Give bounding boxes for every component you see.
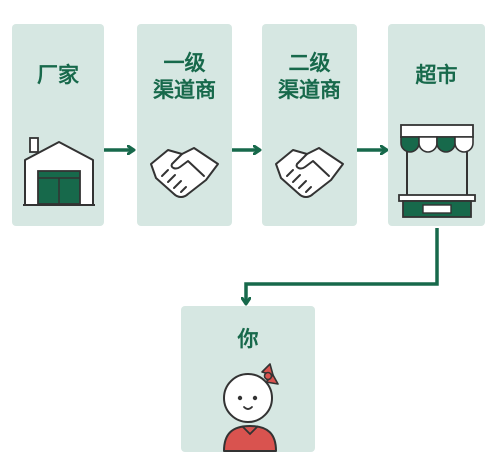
handshake-icon <box>150 147 219 198</box>
node-supermarket: 超市 <box>388 24 485 226</box>
node-you: 你 <box>181 306 315 452</box>
girl-avatar-icon <box>223 363 279 452</box>
label-line: 你 <box>237 327 259 351</box>
node-label: 二级 渠道商 <box>262 50 357 104</box>
node-factory: 厂家 <box>12 24 104 226</box>
node-distributor-2: 二级 渠道商 <box>262 24 357 226</box>
label-line: 超市 <box>415 63 458 87</box>
label-line-2: 渠道商 <box>278 78 341 102</box>
label-line-2: 渠道商 <box>153 78 216 102</box>
node-label: 一级 渠道商 <box>137 50 232 104</box>
node-label: 你 <box>181 326 315 353</box>
market-stall-icon <box>398 124 476 218</box>
label-line-1: 二级 <box>288 51 331 75</box>
node-label: 超市 <box>388 62 485 89</box>
label-line-1: 一级 <box>163 51 206 75</box>
node-distributor-1: 一级 渠道商 <box>137 24 232 226</box>
node-label: 厂家 <box>12 62 104 89</box>
handshake-icon <box>275 147 344 198</box>
factory-icon <box>23 137 95 206</box>
label-line: 厂家 <box>37 63 79 87</box>
arrow-supermarket-to-you <box>246 228 439 302</box>
